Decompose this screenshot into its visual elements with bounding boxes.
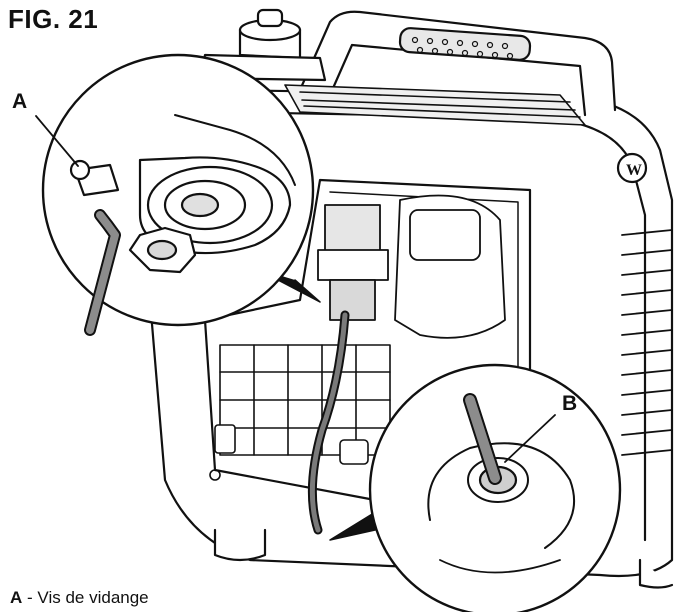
detail-circle-a bbox=[41, 53, 315, 336]
legend-separator: - bbox=[27, 588, 33, 607]
leader-line-b bbox=[504, 414, 556, 463]
top-vent bbox=[284, 84, 586, 126]
feet bbox=[213, 528, 674, 589]
drain-hose bbox=[307, 310, 350, 535]
legend-text: Vis de vidange bbox=[37, 588, 149, 607]
legend-key: A bbox=[10, 588, 23, 607]
leader-line-a bbox=[35, 115, 79, 167]
callout-label-a: A bbox=[12, 90, 28, 113]
carry-handle bbox=[298, 10, 617, 117]
brand-badge-letter: W bbox=[626, 162, 642, 179]
outlets bbox=[209, 424, 369, 481]
fuel-tank bbox=[219, 344, 391, 456]
legend: A - Vis de vidange bbox=[10, 588, 149, 608]
figure-title: FIG. 21 bbox=[8, 4, 99, 34]
fuel-cap bbox=[198, 8, 327, 82]
callout-label-b: B bbox=[562, 392, 578, 415]
carburetor bbox=[317, 194, 506, 339]
detail-circle-b bbox=[368, 363, 622, 612]
brand-badge bbox=[616, 152, 648, 184]
side-vent bbox=[621, 229, 673, 456]
